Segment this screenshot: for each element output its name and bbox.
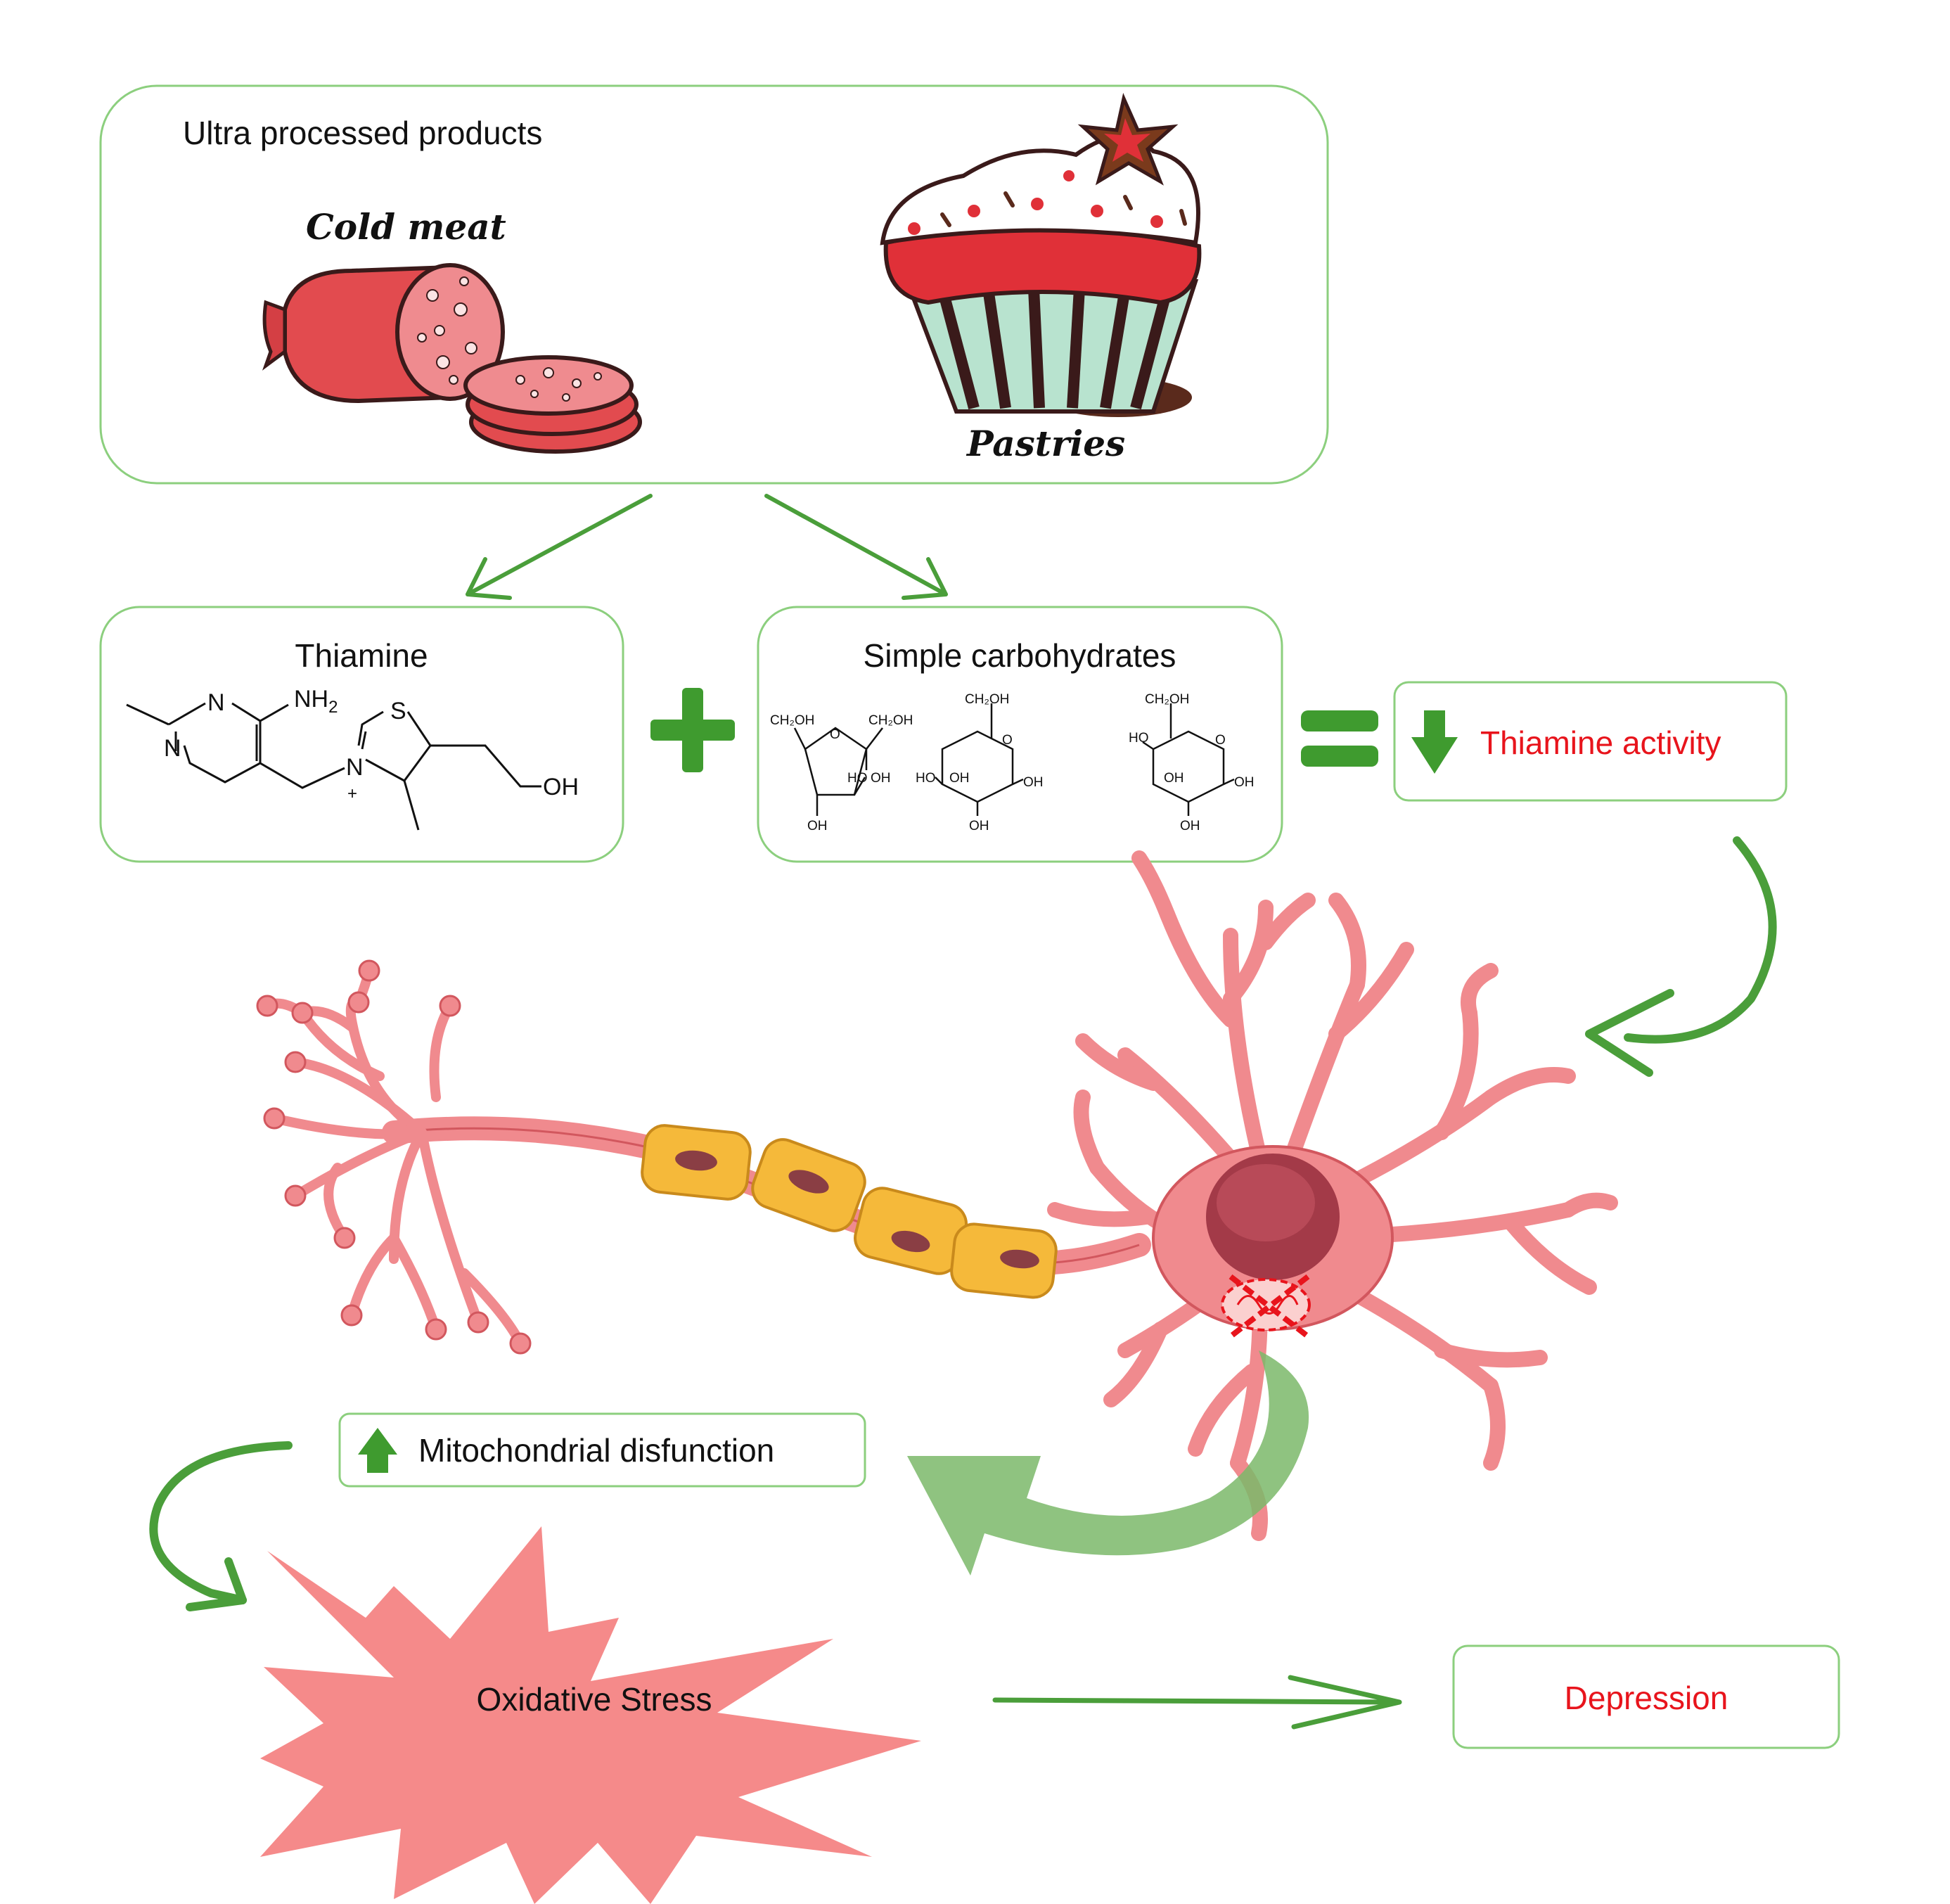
arrow-to-depression bbox=[992, 1675, 1402, 1730]
glucose1-oh2: OH bbox=[1023, 775, 1044, 790]
thiamine-n-ring: N bbox=[346, 754, 364, 781]
depression-label: Depression bbox=[1565, 1680, 1728, 1716]
thiamine-s: S bbox=[390, 698, 406, 724]
fructose-structure: CH₂OH CH₂OH O HO OH OH bbox=[770, 713, 913, 833]
thiamine-nh2: NH2 bbox=[294, 686, 338, 717]
arrow-to-carbs bbox=[764, 494, 948, 600]
arrow-up-icon bbox=[358, 1428, 397, 1473]
glucose-structure-1: CH₂OH O HO OH OH OH bbox=[916, 692, 1044, 833]
carbohydrates-title: Simple carbohydrates bbox=[864, 637, 1176, 674]
arrows-top bbox=[466, 494, 948, 600]
glucose2-o: O bbox=[1215, 733, 1226, 748]
cold-meat-label: Cold meat bbox=[306, 206, 506, 248]
arrow-to-neuron bbox=[1585, 836, 1777, 1077]
thiamine-n-top: N bbox=[207, 689, 225, 716]
glucose2-ch2oh: CH₂OH bbox=[1145, 692, 1189, 707]
arrow-to-thiamine bbox=[466, 494, 653, 600]
mitochondrial-box: Mitochondrial disfunction bbox=[338, 1412, 866, 1488]
thiamine-activity-label: Thiamine activity bbox=[1480, 724, 1721, 761]
glucose2-oh3: OH bbox=[1180, 819, 1200, 833]
plus-icon bbox=[650, 688, 735, 772]
glucose1-ch2oh: CH₂OH bbox=[965, 692, 1009, 707]
thiamine-title: Thiamine bbox=[295, 637, 428, 674]
thiamine-plus: + bbox=[347, 784, 357, 803]
ultra-processed-title: Ultra processed products bbox=[183, 115, 542, 151]
glucose2-ho: HO bbox=[1129, 731, 1149, 746]
pastries-label: Pastries bbox=[966, 423, 1125, 464]
glucose1-ho: HO bbox=[916, 771, 936, 786]
glucose1-o: O bbox=[1002, 733, 1013, 748]
arrow-to-mitochondrial bbox=[907, 1350, 1309, 1576]
mitochondrial-label: Mitochondrial disfunction bbox=[418, 1432, 774, 1469]
glucose2-oh1: OH bbox=[1164, 771, 1184, 786]
thiamine-n-left: N bbox=[164, 735, 181, 762]
fructose-ho: HO bbox=[847, 771, 868, 786]
axon-terminals bbox=[262, 966, 525, 1348]
ultra-processed-box: Ultra processed products Cold meat bbox=[99, 84, 1329, 485]
arrow-down-icon bbox=[1411, 710, 1458, 774]
equals-icon bbox=[1301, 710, 1378, 767]
glucose-structure-2: CH₂OH O HO OH OH OH bbox=[1129, 692, 1255, 833]
glucose1-oh3: OH bbox=[969, 819, 989, 833]
cold-meat-icon bbox=[262, 263, 642, 454]
glucose1-oh1: OH bbox=[949, 771, 970, 786]
thiamine-activity-box: Thiamine activity bbox=[1393, 681, 1788, 802]
carbohydrates-box: Simple carbohydrates CH₂OH CH₂OH O HO OH… bbox=[757, 606, 1283, 863]
myelin-sheath bbox=[641, 1124, 1058, 1299]
fructose-ch2oh-right: CH₂OH bbox=[868, 713, 913, 728]
thiamine-oh: OH bbox=[543, 774, 579, 800]
cupcake-icon bbox=[880, 93, 1202, 417]
thiamine-box: Thiamine N N NH2 S N + OH bbox=[99, 606, 624, 863]
glucose2-oh2: OH bbox=[1234, 775, 1255, 790]
fructose-o: O bbox=[830, 727, 840, 742]
oxidative-stress-burst: Oxidative Stress bbox=[260, 1526, 921, 1904]
thiamine-structure bbox=[126, 702, 541, 831]
fructose-oh1: OH bbox=[871, 771, 891, 786]
arrow-to-stress bbox=[149, 1441, 293, 1611]
fructose-oh2: OH bbox=[807, 819, 828, 833]
neuron-illustration bbox=[256, 850, 1618, 1541]
fructose-ch2oh-left: CH₂OH bbox=[770, 713, 814, 728]
oxidative-stress-label: Oxidative Stress bbox=[477, 1681, 712, 1718]
damaged-mitochondrion-icon bbox=[1221, 1274, 1311, 1339]
depression-box: Depression bbox=[1452, 1644, 1840, 1749]
